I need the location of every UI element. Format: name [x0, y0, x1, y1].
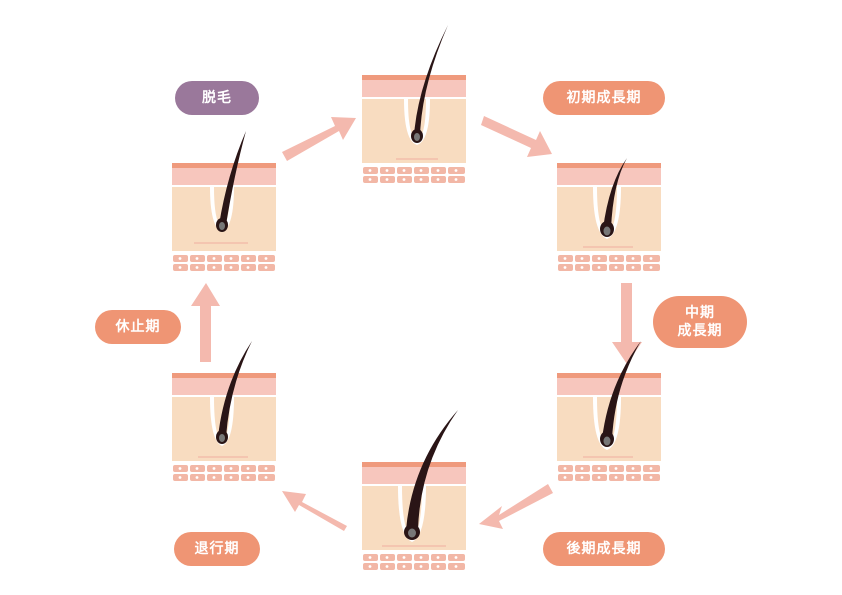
arrow-early-to-mid	[481, 116, 552, 157]
label-mid-anagen-line1: 中期	[685, 305, 715, 321]
skin-panel-early-anagen	[362, 25, 466, 183]
arrow-telogen-to-shedding	[191, 283, 220, 362]
label-late-anagen: 後期成長期	[543, 532, 665, 566]
skin-panel-mid-anagen	[557, 158, 661, 271]
skin-panel-late-anagen	[557, 341, 661, 481]
skin-panel-shedding	[172, 131, 276, 271]
arrow-shedding-to-early	[282, 117, 356, 161]
cycle-arrows	[191, 116, 642, 531]
skin-panel-telogen	[172, 341, 276, 481]
label-catagen: 退行期	[174, 532, 260, 566]
label-mid-anagen-line2: 成長期	[677, 323, 723, 339]
label-mid-anagen: 中期 成長期	[653, 296, 747, 348]
skin-panel-catagen	[362, 410, 466, 570]
label-early-anagen: 初期成長期	[543, 81, 665, 115]
label-shedding: 脱毛	[175, 81, 259, 115]
arrow-catagen-to-telogen	[282, 491, 347, 531]
arrow-mid-to-late	[612, 283, 642, 364]
label-telogen: 休止期	[95, 310, 181, 344]
arrow-late-to-catagen	[479, 484, 553, 529]
